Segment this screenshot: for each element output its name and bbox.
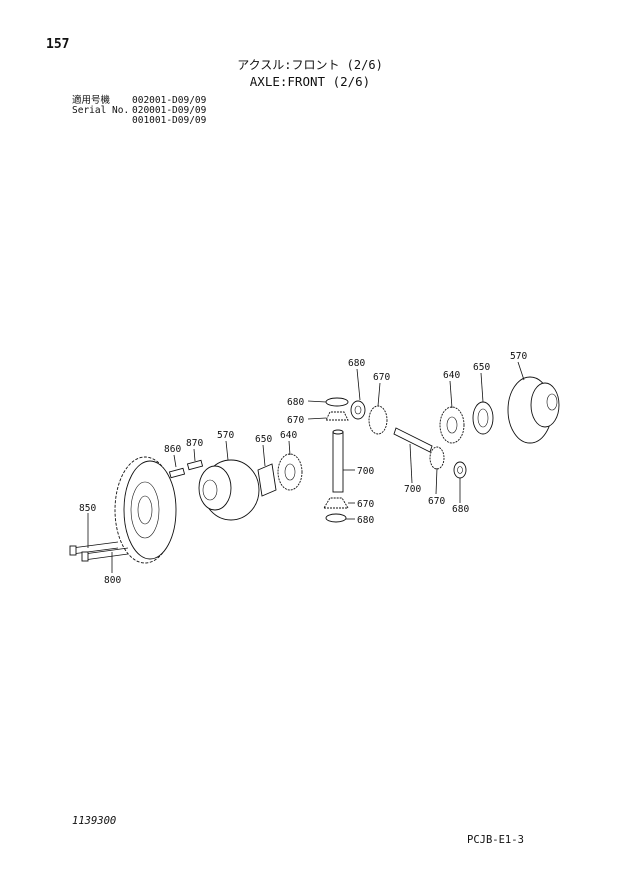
page-number: 157 — [46, 37, 70, 52]
page-title-japanese: アクスル:フロント (2/6) — [237, 58, 383, 72]
callout-680: 680 — [452, 504, 469, 515]
pinion-gear-bottom — [323, 497, 349, 523]
pinion-gear-lower-right — [429, 446, 467, 479]
bolt-pair — [69, 541, 129, 562]
callout-570: 570 — [510, 351, 527, 362]
leader-lines — [87, 361, 525, 573]
pins — [168, 459, 204, 479]
differential-case-right — [507, 376, 560, 444]
callout-640: 640 — [443, 370, 460, 381]
callout-680: 680 — [287, 397, 304, 408]
pinion-gear-upper-right — [350, 400, 388, 435]
serial-range-3: 001001-D09/09 — [132, 115, 207, 126]
callout-870: 870 — [186, 438, 203, 449]
page-title: AXLE:FRONT (2/6) — [249, 74, 371, 89]
callout-570: 570 — [217, 430, 234, 441]
callout-680: 680 — [357, 515, 374, 526]
callout-860: 860 — [164, 444, 181, 455]
serial-label: Serial No. — [72, 105, 130, 116]
differential-case-left — [198, 459, 260, 521]
serial-range-1: 002001-D09/09 — [132, 95, 207, 106]
callout-700: 700 — [357, 466, 374, 477]
callout-700: 700 — [404, 484, 421, 495]
ring-gear — [114, 456, 177, 564]
side-gear-right — [439, 406, 465, 444]
serial-range-2: 020001-D09/09 — [132, 105, 207, 116]
side-gear-left — [277, 453, 303, 491]
callout-650: 650 — [473, 362, 490, 373]
callout-850: 850 — [79, 503, 96, 514]
callout-800: 800 — [104, 575, 121, 586]
callout-680: 680 — [348, 358, 365, 369]
thrust-washer-right — [472, 401, 494, 435]
callout-670: 670 — [428, 496, 445, 507]
pinion-shaft-vertical — [332, 429, 344, 493]
serial-label-japanese: 適用号機 — [72, 95, 111, 106]
document-number: 1139300 — [72, 815, 117, 827]
callout-650: 650 — [255, 434, 272, 445]
callout-670: 670 — [287, 415, 304, 426]
thrust-washer-left — [257, 463, 277, 497]
part-callouts: 680 670 680 670 640 650 570 860 870 570 … — [79, 351, 527, 586]
page-code: PCJB-E1-3 — [467, 834, 524, 846]
callout-670: 670 — [373, 372, 390, 383]
pinion-gear-top — [325, 397, 349, 421]
pinion-shaft-diagonal — [393, 427, 433, 453]
callout-670: 670 — [357, 499, 374, 510]
callout-640: 640 — [280, 430, 297, 441]
